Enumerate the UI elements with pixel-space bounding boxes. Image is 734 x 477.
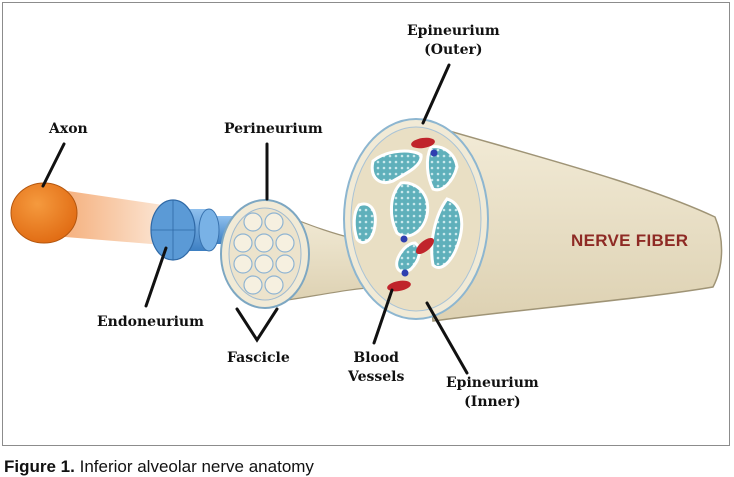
epineurium-inner-label: Epineurium (Inner) bbox=[446, 374, 539, 412]
fascicle-leader bbox=[235, 307, 279, 343]
epineurium-outer-line2: (Outer) bbox=[424, 42, 483, 58]
epineurium-outer-leader bbox=[421, 63, 451, 125]
axon-leader bbox=[41, 142, 66, 188]
endoneurium-leader bbox=[144, 246, 168, 308]
epineurium-inner-line2: (Inner) bbox=[464, 394, 521, 410]
axon-icon bbox=[10, 182, 78, 244]
caption-label: Figure 1. bbox=[4, 457, 75, 476]
axon-label: Axon bbox=[49, 121, 88, 137]
fascicle-label: Fascicle bbox=[227, 350, 290, 366]
fascicle-cross-section bbox=[220, 199, 310, 309]
epineurium-outer-label: Epineurium (Outer) bbox=[407, 22, 500, 60]
blood-vessels-label: Blood Vessels bbox=[348, 349, 404, 387]
blood-vessels-leader bbox=[372, 288, 394, 345]
figure-frame: Axon Perineurium Epineurium (Outer) Endo… bbox=[2, 2, 730, 446]
endoneurium-label: Endoneurium bbox=[97, 314, 204, 330]
figure-caption: Figure 1. Inferior alveolar nerve anatom… bbox=[4, 457, 314, 477]
blood-vessels-icon bbox=[387, 137, 438, 292]
epineurium-outer-line1: Epineurium bbox=[407, 23, 500, 39]
nerve-anatomy-diagram bbox=[10, 63, 723, 375]
caption-text: Inferior alveolar nerve anatomy bbox=[79, 457, 314, 476]
epineurium-inner-line1: Epineurium bbox=[446, 375, 539, 391]
blood-vessels-line1: Blood bbox=[353, 350, 399, 366]
nerve-fiber-title: NERVE FIBER bbox=[571, 231, 689, 250]
nerve-cross-section bbox=[343, 118, 489, 320]
leader-lines bbox=[41, 63, 469, 375]
blood-vessels-line2: Vessels bbox=[348, 369, 405, 385]
epineurium-inner-leader bbox=[425, 301, 469, 375]
fascicle-bundles bbox=[352, 145, 464, 274]
nerve-fiber-tube bbox=[414, 119, 723, 322]
perineurium-label: Perineurium bbox=[224, 121, 323, 137]
